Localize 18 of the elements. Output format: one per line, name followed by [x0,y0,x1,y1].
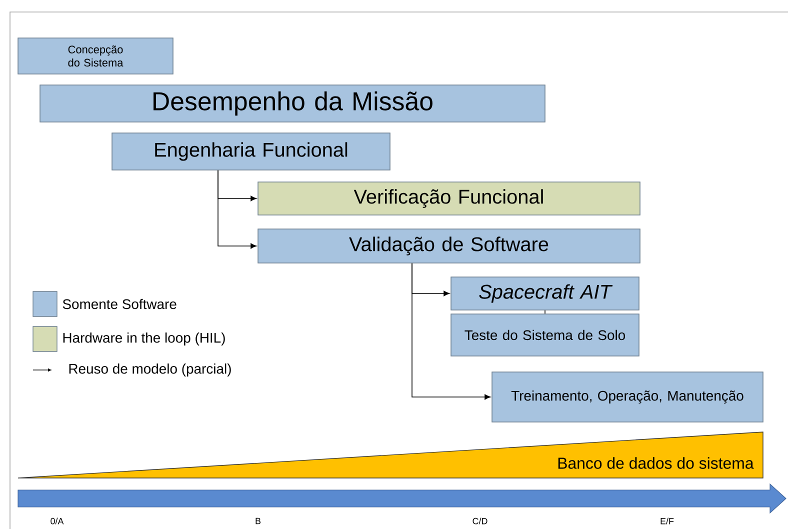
process-box: Spacecraft AIT [450,276,640,310]
phase-label: 0/A [50,518,64,524]
process-box: Teste do Sistema de Solo [450,314,640,356]
process-box: Desempenho da Missão [40,84,546,122]
phase-label: E/F [660,518,674,524]
process-box: Engenharia Funcional [112,132,390,170]
process-box: Concepção do Sistema [18,38,174,74]
database-wedge: Banco de dados do sistema [18,432,764,478]
arrow [412,263,491,400]
process-box: Verificação Funcional [258,182,640,216]
process-box: Treinamento, Operação, Manutenção [492,372,764,422]
legend-text: Somente Software [62,298,176,310]
arrow [218,170,257,249]
phase-label: C/D [472,518,488,524]
process-box: Validação de Software [258,228,640,264]
legend-text: Reuso de modelo (parcial) [69,364,231,376]
phase-label: B [256,518,261,524]
legend-text: Hardware in the loop (HIL) [63,332,225,346]
